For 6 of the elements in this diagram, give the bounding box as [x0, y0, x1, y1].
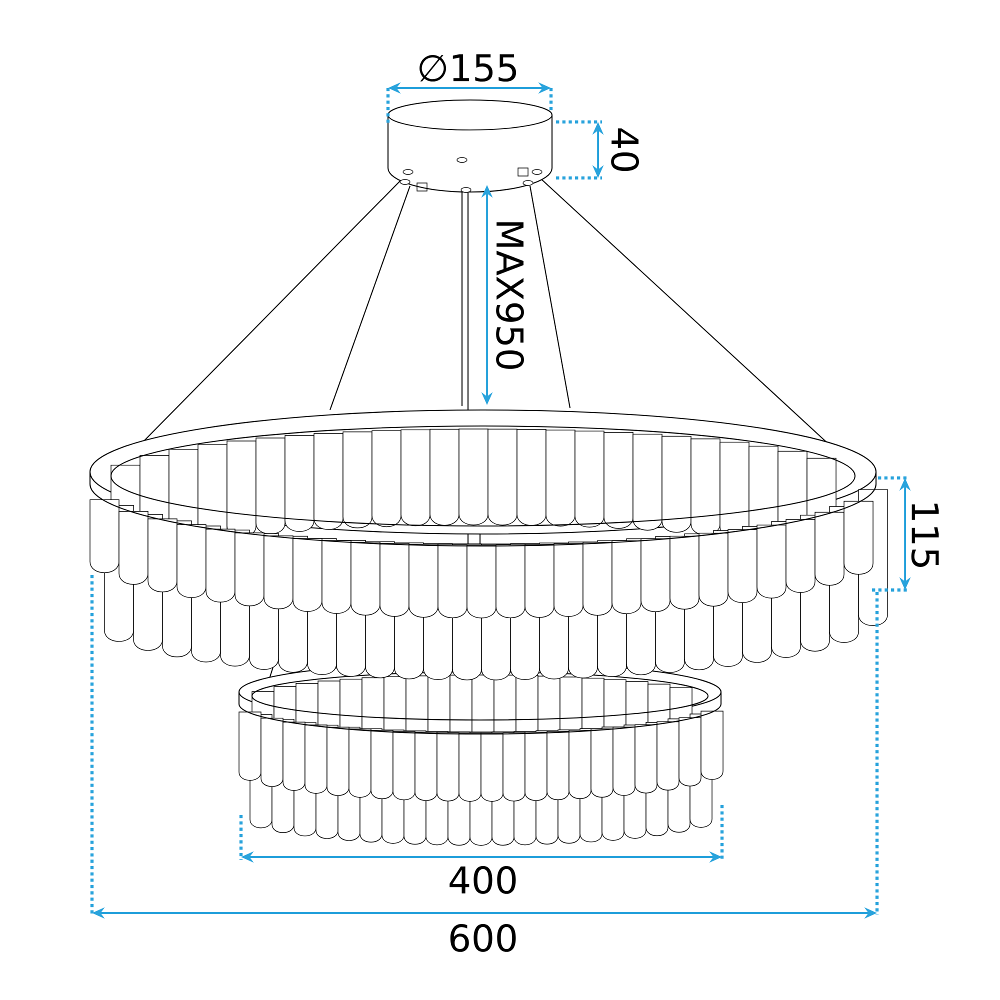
dimension-label: ∅155	[420, 54, 516, 82]
dimension-label: 400	[450, 866, 516, 894]
dimension-label: MAX950	[496, 222, 524, 369]
dimension-label: 115	[911, 504, 939, 567]
dimension-label: 40	[611, 128, 639, 171]
dimension-label: 600	[450, 924, 516, 952]
